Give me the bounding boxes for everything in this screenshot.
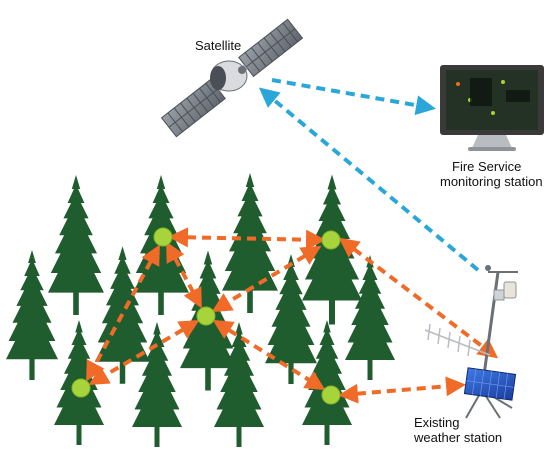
tree-icon	[302, 174, 362, 325]
tree-icon	[48, 175, 104, 315]
mesh-link	[168, 227, 326, 250]
satellite-icon	[160, 18, 304, 138]
uplinks	[258, 78, 480, 272]
sensor-node-icon	[321, 230, 341, 250]
satellite-label: Satellite	[195, 38, 241, 53]
mesh-link	[211, 245, 322, 313]
sensor-node-icon	[321, 385, 341, 405]
mesh-link	[212, 319, 326, 391]
sensor-node-icon	[71, 378, 91, 398]
tree-icon	[6, 250, 58, 380]
weather-station-label-line2: weather station	[413, 430, 502, 445]
monitor-icon	[440, 65, 544, 151]
tree-icon	[222, 173, 278, 313]
mesh-link	[338, 237, 499, 359]
sensor-node-icon	[153, 227, 173, 247]
mesh-links	[86, 227, 499, 404]
mesh-link	[166, 241, 202, 309]
fire-service-label-line2: monitoring station	[440, 174, 543, 189]
uplink-weather-to-satellite	[258, 87, 480, 272]
fire-service-label-line1: Fire Service	[452, 159, 521, 174]
weather-station-icon	[424, 265, 518, 419]
weather-station-label-line1: Existing	[414, 415, 460, 430]
mesh-link	[88, 319, 200, 386]
sensor-nodes	[71, 227, 341, 405]
uplink-satellite-to-fire-service	[271, 78, 436, 116]
sensor-node-icon	[196, 306, 216, 326]
mesh-link	[338, 376, 466, 404]
